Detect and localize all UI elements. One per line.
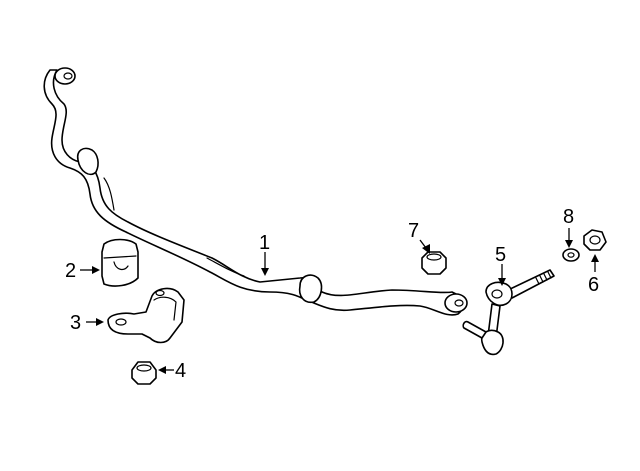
stabilizer-bar[interactable] [43,67,468,316]
arrow-3 [96,318,104,326]
arrow-6 [591,254,599,262]
washer-hole [567,252,575,258]
link-nut-body [583,229,607,251]
nut-top [426,253,442,261]
flange-nut-body [131,361,157,385]
arrow-1 [261,268,269,276]
stabilizer-link-upper-socket [491,289,503,299]
stabilizer-bar-top-eyelet [54,67,76,85]
callout-8: 8 [563,206,574,228]
bushing-inner-curve [113,261,129,271]
stabilizer-link-stud [507,269,555,299]
washer[interactable] [562,248,580,262]
stabilizer-link-threads [535,271,552,285]
flange-nut-top [136,364,152,372]
stabilizer-bar-highlight-1 [103,177,115,211]
bushing-edge [103,255,137,259]
bushing-body [101,238,139,287]
nut-body [421,251,447,275]
bushing-bracket-bolt-hole [155,289,165,297]
stabilizer-bar-right-eyelet-hole [454,299,464,307]
bushing-bracket[interactable] [107,287,185,344]
arrow-7 [422,244,430,254]
callout-4: 4 [175,360,186,382]
bushing-bracket-hole [115,318,127,326]
bushing-bracket-body [107,287,185,344]
callout-6: 6 [588,274,599,296]
callout-3: 3 [70,312,81,334]
callout-2: 2 [65,260,76,282]
stabilizer-link-lower-stud [462,320,487,339]
callout-7: 7 [408,220,419,242]
callout-1: 1 [259,232,270,254]
callouts: 1 2 3 4 5 6 7 8 [65,206,599,382]
stabilizer-bar-highlight-2 [206,257,245,277]
flange-nut[interactable] [131,361,157,385]
bushing-bracket-flange [153,296,177,321]
arrow-4 [158,366,166,374]
stabilizer-link-upper-ball [485,281,513,307]
stabilizer-bar-right-bushing [298,274,323,304]
arrow-2 [92,266,100,274]
callout-5: 5 [495,244,506,266]
arrow-8 [565,240,573,248]
stabilizer-bar-right-eyelet [444,293,468,313]
stabilizer-bar-left-bushing [76,147,99,176]
washer-ring [562,248,580,262]
nut[interactable] [421,251,447,275]
link-nut-hole [589,235,601,245]
leaders [80,228,599,374]
stabilizer-bar-top-eyelet-hole [63,72,73,80]
stabilizer-link[interactable] [462,269,555,356]
stabilizer-bar-upper-arm [43,69,464,316]
arrow-5 [498,278,506,286]
bushing[interactable] [101,238,139,287]
link-nut[interactable] [583,229,607,251]
